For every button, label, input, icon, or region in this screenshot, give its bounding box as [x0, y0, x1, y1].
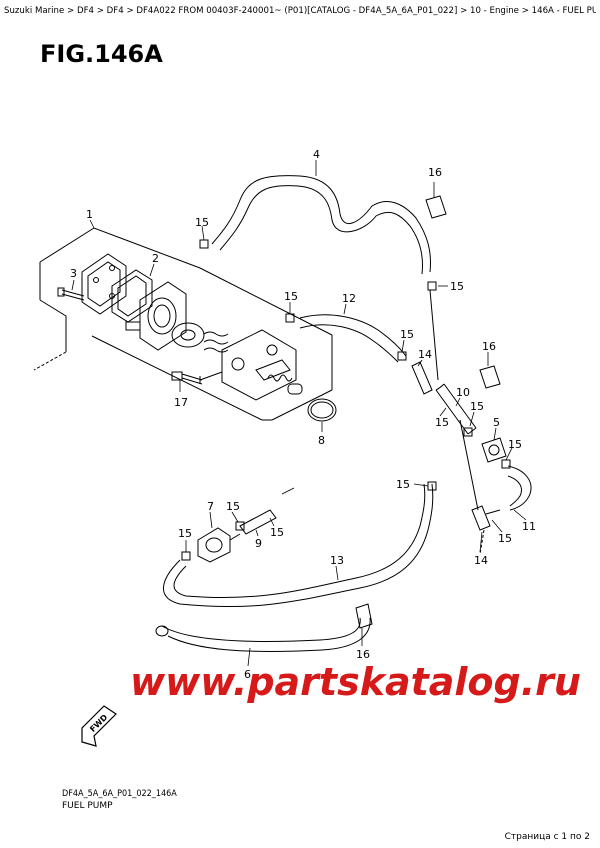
- callout-16-top: 16: [428, 166, 442, 179]
- pump-assembly-panel: [33, 227, 333, 421]
- breadcrumb-separator: >: [460, 6, 468, 16]
- breadcrumb-separator: >: [126, 6, 134, 16]
- callout-15: 15: [435, 416, 449, 429]
- callout-15: 15: [195, 216, 209, 229]
- callout-13: 13: [330, 554, 344, 567]
- fuel-hose-6: [155, 617, 371, 652]
- callout-3: 3: [70, 267, 77, 280]
- callout-7: 7: [207, 500, 214, 513]
- t-joints: [411, 361, 501, 531]
- callout-16-bottom: 16: [356, 648, 370, 661]
- callout-14-top: 14: [418, 348, 432, 361]
- callout-15: 15: [178, 527, 192, 540]
- callout-15: 15: [470, 400, 484, 413]
- callout-8: 8: [318, 434, 325, 447]
- fuel-filter-part: [481, 437, 507, 463]
- callout-10: 10: [456, 386, 470, 399]
- pump-cover-part: [81, 253, 127, 315]
- gasket-part: [111, 269, 153, 323]
- plunger-spring-part: [267, 374, 303, 395]
- callout-17: 17: [174, 396, 188, 409]
- watermark-text: www.partskatalog.ru: [130, 660, 581, 704]
- breadcrumb-separator: >: [521, 6, 529, 16]
- callout-1: 1: [86, 208, 93, 221]
- callout-15: 15: [450, 280, 464, 293]
- callout-16-right: 16: [482, 340, 496, 353]
- callout-labels: 1 2 3 4 5 6 7 8 9 10 11 12 13 14 14 15 1…: [70, 148, 536, 681]
- figure-caption: FUEL PUMP: [62, 801, 113, 811]
- breadcrumb-item-suzuki-marine[interactable]: Suzuki Marine: [4, 6, 65, 16]
- callout-15: 15: [498, 532, 512, 545]
- callout-14-bottom: 14: [474, 554, 488, 567]
- fuel-hose-11: [507, 465, 532, 511]
- breadcrumb-item-current: 146A - FUEL PUMP (DF4A): [531, 6, 596, 16]
- leader-lines: [71, 160, 527, 667]
- page-indicator: Страница с 1 по 2: [504, 832, 590, 842]
- breadcrumb: Suzuki Marine > DF4 > DF4 > DF4A022 FROM…: [4, 6, 596, 17]
- fuel-hose-13: [163, 483, 434, 608]
- o-ring-part: [307, 398, 337, 422]
- callout-15: 15: [508, 438, 522, 451]
- callout-12: 12: [342, 292, 356, 305]
- callout-15: 15: [284, 290, 298, 303]
- callout-11: 11: [522, 520, 536, 533]
- callout-15: 15: [226, 500, 240, 513]
- hose-holders: [355, 195, 501, 629]
- callout-4: 4: [313, 148, 320, 161]
- inline-fuel-pump-part: [197, 509, 277, 563]
- callout-15: 15: [396, 478, 410, 491]
- callout-9: 9: [255, 537, 262, 550]
- breadcrumb-item-catalog[interactable]: DF4A022 FROM 00403F-240001~ (P01)[CATALO…: [136, 6, 458, 16]
- breadcrumb-item-engine[interactable]: 10 - Engine: [470, 6, 519, 16]
- breadcrumb-separator: >: [96, 6, 104, 16]
- callout-2: 2: [152, 252, 159, 265]
- breadcrumb-separator: >: [67, 6, 75, 16]
- breadcrumb-item-df4[interactable]: DF4: [76, 6, 94, 16]
- screw-part: [57, 287, 85, 301]
- diaphragm-part: [171, 322, 229, 353]
- figure-code: DF4A_5A_6A_P01_022_146A: [62, 789, 177, 799]
- bolt-part: [171, 371, 203, 385]
- callout-5: 5: [493, 416, 500, 429]
- fwd-arrow-icon: [81, 705, 117, 747]
- callout-15: 15: [400, 328, 414, 341]
- pump-housing-part: [199, 329, 297, 401]
- callout-6: 6: [244, 668, 251, 681]
- pump-body-part: [125, 281, 187, 351]
- breadcrumb-item-df4-model[interactable]: DF4: [106, 6, 124, 16]
- fuel-line-right: [429, 289, 485, 555]
- figure-title: FIG.146A: [40, 40, 163, 68]
- fuel-hose-12: [299, 314, 407, 363]
- fuel-hose-4: [211, 175, 431, 275]
- callout-15: 15: [270, 526, 284, 539]
